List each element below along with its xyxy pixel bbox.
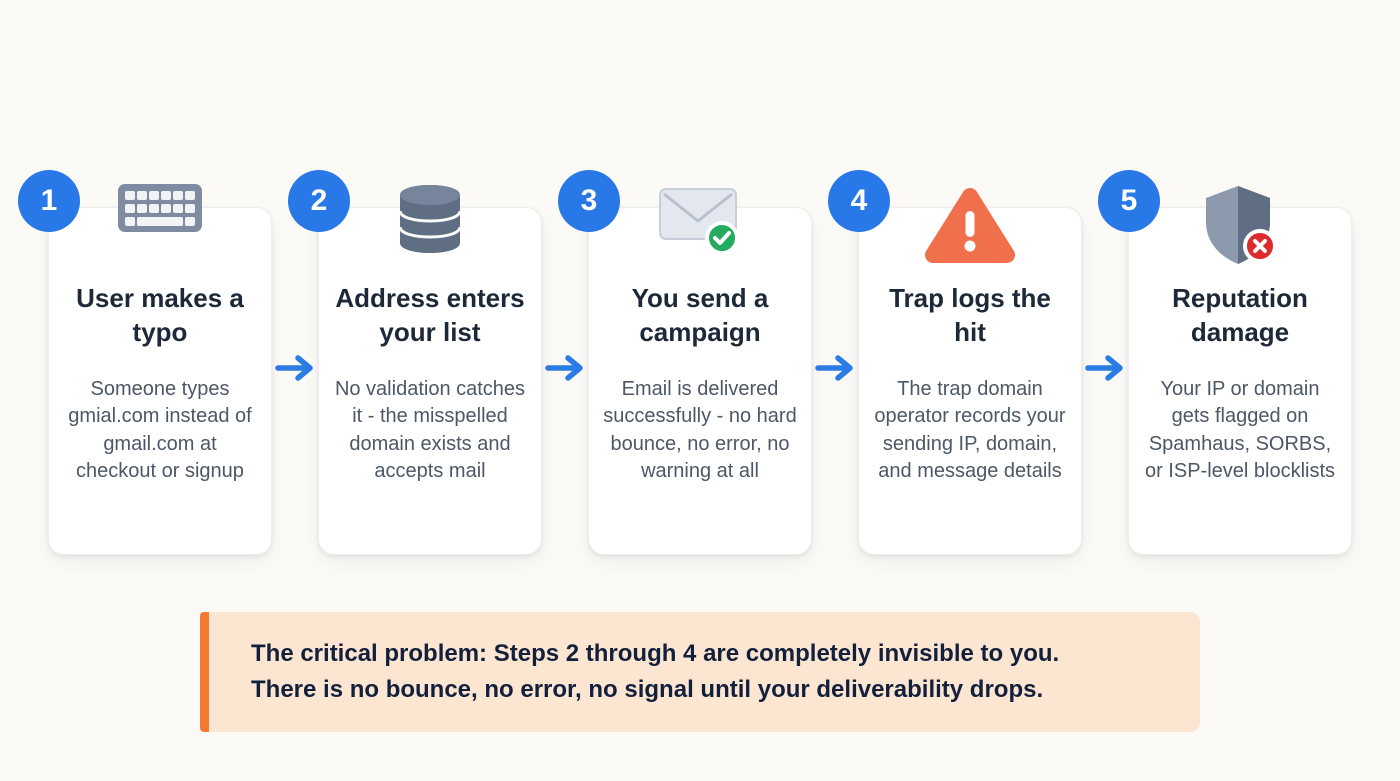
step-number-badge: 1: [18, 170, 80, 232]
step-number-badge: 3: [558, 170, 620, 232]
step-description: Someone types gmial.com instead of gmail…: [68, 377, 252, 483]
callout-text-line-1: The critical problem: Steps 2 through 4 …: [251, 640, 1060, 667]
step-title: Address enters your list: [335, 283, 525, 347]
step-number-badge: 4: [828, 170, 890, 232]
keyboard-icon: [118, 184, 202, 232]
arrow-right-icon: [542, 170, 588, 555]
step-1: 1 User makes a typo Someone types gmial.…: [18, 170, 272, 555]
envelope-check-icon: [658, 184, 742, 256]
step-number-badge: 5: [1098, 170, 1160, 232]
step-description: Email is delivered successfully - no har…: [603, 377, 797, 483]
arrow-right-icon: [272, 170, 318, 555]
callout-box: The critical problem: Steps 2 through 4 …: [200, 612, 1200, 732]
step-title: Trap logs the hit: [889, 283, 1051, 347]
step-card: You send a campaign Email is delivered s…: [588, 207, 812, 555]
callout-text-line-2: There is no bounce, no error, no signal …: [251, 676, 1044, 703]
step-5: 5 Reputation damage Your IP or domain ge…: [1098, 170, 1352, 555]
step-description: No validation catches it - the misspelle…: [334, 377, 526, 483]
database-icon: [398, 184, 462, 254]
step-card: User makes a typo Someone types gmial.co…: [48, 207, 272, 555]
step-card: Address enters your list No validation c…: [318, 207, 542, 555]
flow-diagram: 1 User makes a typo Someone types gmial.…: [18, 170, 1352, 555]
step-title: Reputation damage: [1172, 283, 1308, 347]
arrow-right-icon: [1082, 170, 1128, 555]
step-3: 3 You send a campaign Email is delivered…: [558, 170, 812, 555]
step-card: Trap logs the hit The trap domain operat…: [858, 207, 1082, 555]
warning-triangle-icon: [923, 184, 1017, 266]
step-description: Your IP or domain gets flagged on Spamha…: [1144, 377, 1336, 483]
step-title: You send a campaign: [631, 283, 769, 347]
shield-x-icon: [1202, 184, 1278, 268]
arrow-right-icon: [812, 170, 858, 555]
step-4: 4 Trap logs the hit The trap domain oper…: [828, 170, 1082, 555]
step-description: The trap domain operator records your se…: [874, 377, 1066, 483]
step-number-badge: 2: [288, 170, 350, 232]
step-title: User makes a typo: [76, 283, 244, 347]
step-2: 2 Address enters your list No validation…: [288, 170, 542, 555]
